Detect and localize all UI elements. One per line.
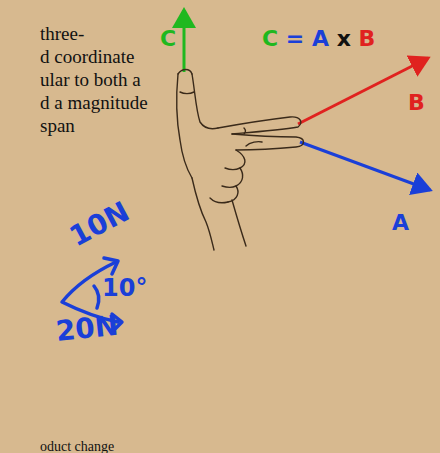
vector-label: A	[392, 212, 409, 234]
body-text: d coordinate	[40, 47, 134, 66]
vector-c-arrow	[183, 10, 186, 72]
vector-label: C	[160, 28, 176, 50]
body-text: d a magnitude	[40, 93, 148, 112]
body-text: span	[40, 116, 75, 135]
vector-a-arrow	[300, 142, 430, 190]
body-text: oduct change	[40, 440, 114, 453]
vector-b-arrow	[298, 58, 428, 124]
body-text: ular to both a	[40, 70, 141, 89]
handwritten-force: 10N	[65, 197, 133, 251]
handwritten-force: 20N	[55, 312, 120, 346]
hand-drawing	[177, 70, 304, 251]
cross-product-formula: C = A x B	[262, 28, 375, 50]
body-text: three-	[40, 24, 84, 43]
handwritten-angle: 10°	[102, 276, 147, 300]
vector-label: B	[408, 92, 425, 114]
